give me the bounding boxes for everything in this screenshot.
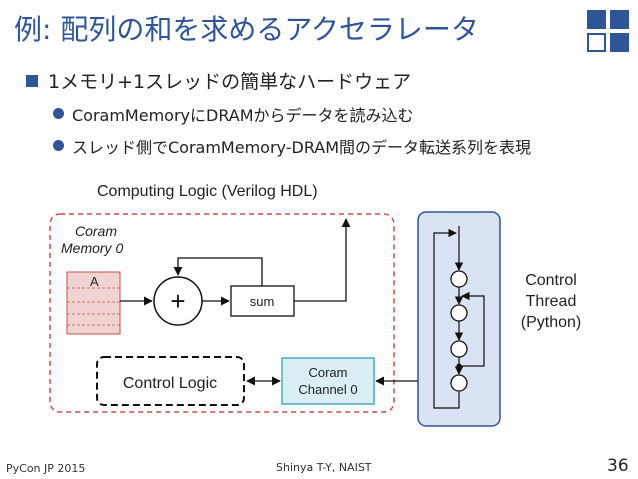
page-number: 36 [607, 456, 629, 476]
adder-symbol: + [170, 286, 185, 316]
memory-block-label: A [90, 274, 99, 289]
bullet-sub-2: スレッド側でCoramMemory-DRAM間のデータ転送系列を表現 [72, 138, 532, 157]
dot-bullet-icon [53, 108, 64, 119]
thread-state-4 [450, 374, 468, 392]
coram-memory-block: A [66, 271, 121, 335]
corner-square-filled [610, 33, 629, 52]
channel-label-line1: Coram [308, 365, 347, 380]
control-logic-block [96, 356, 245, 406]
computing-logic-label: Computing Logic (Verilog HDL) [97, 183, 318, 200]
thread-state-2 [450, 304, 468, 322]
coram-channel-block [281, 357, 375, 405]
thread-label-line3: (Python) [521, 314, 581, 331]
thread-state-1 [450, 270, 468, 288]
slide-title: 例: 配列の和を求めるアクセラレータ [14, 13, 479, 46]
dot-bullet-icon [53, 140, 64, 151]
bullet-sub-1: CoramMemoryにDRAMからデータを読み込む [72, 106, 414, 125]
square-bullet-icon [26, 75, 38, 87]
corner-square-filled [610, 10, 629, 29]
channel-label-line2: Channel 0 [298, 382, 357, 397]
memory-label-line1: Coram [75, 223, 117, 239]
sum-register-label: sum [250, 294, 275, 309]
corner-square-outline [587, 33, 606, 52]
thread-label-line1: Control [525, 272, 577, 289]
computing-logic-region [49, 213, 395, 413]
memory-label-line2: Memory 0 [61, 240, 123, 256]
corner-square-filled [587, 10, 606, 29]
footer-left: PyCon JP 2015 [6, 462, 86, 475]
bullet-main: 1メモリ+1スレッドの簡単なハードウェア [48, 71, 412, 93]
thread-flow [433, 226, 485, 409]
footer-center: Shinya T-Y, NAIST [276, 461, 372, 474]
thread-state-3 [450, 340, 468, 358]
control-logic-label: Control Logic [123, 375, 217, 392]
thread-label-line2: Thread [526, 293, 577, 310]
